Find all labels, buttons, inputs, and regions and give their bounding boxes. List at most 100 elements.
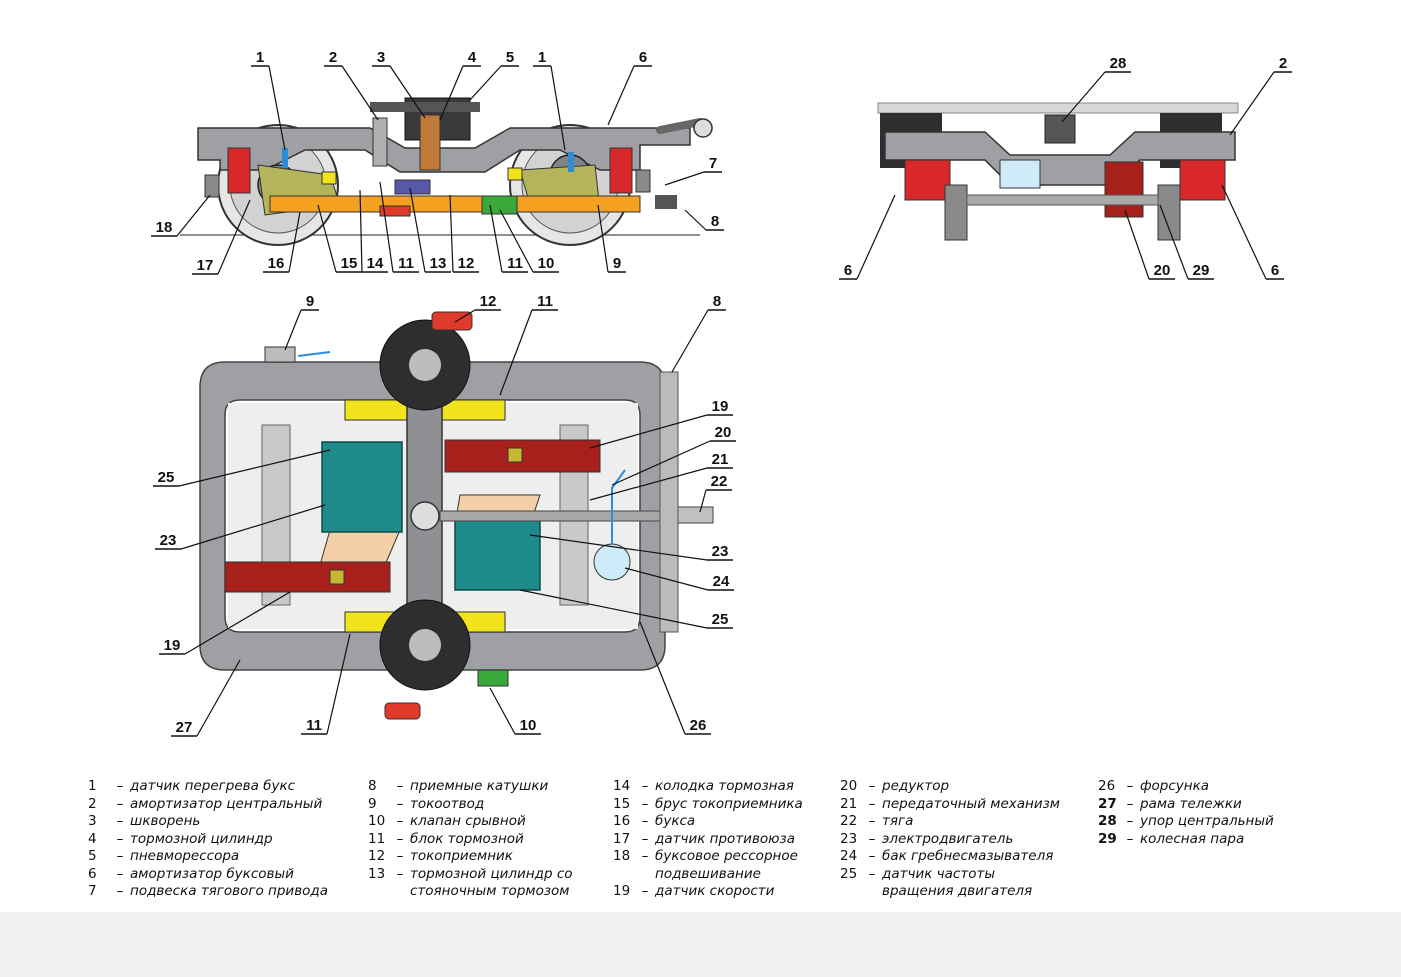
legend-number: 23 [840,830,858,847]
legend-item-5: 5–пневморессора [88,848,328,866]
top-motor-left [321,441,403,533]
side-callout-2: 2 [324,49,379,121]
side-collector-beam [269,195,641,213]
callout-leader [611,440,711,486]
callout-label: 8 [711,213,719,230]
legend-number: 4 [88,830,97,847]
legend-text: датчик перегрева букс [130,778,296,794]
legend-dash: – [641,813,649,829]
callout-leader [284,309,302,351]
legend-dash: – [116,848,124,864]
side-callout-7: 7 [664,155,722,186]
callout-label: 20 [1154,262,1171,279]
callout-leader [180,504,326,550]
callout-label: 24 [713,573,730,590]
callout-leader [699,489,707,513]
legend-dash: – [116,830,124,847]
legend-item-22: 22–тяга [840,813,1060,831]
legend-text: амортизатор буксовый [130,865,294,882]
legend-dash: – [868,813,876,829]
legend-text: буксовое рессорное [655,848,798,864]
top-callout-8: 8 [671,293,726,373]
side-brake-cylinder [394,179,431,195]
front-callout-28: 28 [1061,55,1131,123]
side-callout-17: 17 [192,199,251,275]
top-kingpin [410,501,440,531]
legend-item-4: 4–тормозной цилиндр [88,831,328,849]
callout-leader [499,309,533,396]
front-callout-6: 6 [839,194,896,280]
side-sensor-right [507,167,523,181]
callout-label: 14 [367,255,384,272]
top-callout-19: 19 [159,591,291,655]
side-callout-9: 9 [597,204,626,273]
legend-dash: – [116,778,124,794]
top-speed-sensor-left [329,569,345,585]
legend-item-14: 14–колодка тормозная [613,778,803,796]
callout-label: 12 [458,255,475,272]
callout-leader [176,194,211,237]
legend-item-29: 29–колесная пара [1098,831,1274,849]
callout-leader [439,65,464,121]
front-callout-2: 2 [1229,55,1292,136]
callout-leader [1061,71,1106,123]
side-callout-12: 12 [449,194,479,273]
legend-item-13: 13–тормозной цилиндр со [368,866,573,884]
legend-dash: – [116,865,124,882]
top-callout-11: 11 [499,293,558,396]
callout-leader [607,65,635,126]
callout-label: 13 [430,255,447,272]
top-callout-23: 23 [155,504,326,550]
top-airspring-upper-hub [409,349,441,381]
legend-dash: – [396,865,404,882]
legend-number: 18 [613,848,631,864]
side-kingpin [419,114,441,171]
legend-text: колесная пара [1140,830,1245,847]
legend-dash: – [116,883,124,899]
front-wheel-left [944,184,968,241]
side-callout-18: 18 [151,194,211,237]
legend-text-continuation: стояночным тормозом [410,883,570,899]
callout-leader [317,204,337,273]
side-spring-right [609,147,633,194]
front-wheel-right [1157,184,1181,241]
legend-item-1: 1–датчик перегрева букс [88,778,328,796]
side-callout-5: 5 [469,49,519,101]
legend-dash: – [396,848,404,864]
callout-label: 9 [613,255,621,272]
legend-item-28: 28–упор центральный [1098,813,1274,831]
callout-label: 25 [158,469,175,486]
top-speed-sensor-right [507,447,523,463]
top-current-return [264,346,296,363]
callout-label: 9 [306,293,314,310]
callout-label: 21 [712,451,729,468]
legend-dash: – [1126,778,1134,794]
callout-leader [550,65,566,151]
callout-leader [326,633,351,735]
legend-number: 21 [840,795,858,812]
top-callout-23: 23 [529,534,733,561]
callout-leader [519,589,708,629]
callout-label: 11 [537,293,553,310]
top-callout-26: 26 [639,621,711,735]
legend-item-20: 20–редуктор [840,778,1060,796]
legend-item-17: 17–датчик противоюза [613,831,803,849]
top-lubricator-tank [593,543,631,581]
side-breakaway-valve [481,195,518,215]
callout-leader [268,65,286,151]
legend-dash: – [116,795,124,812]
callout-label: 28 [1110,55,1127,72]
legend-number: 15 [613,795,631,812]
callout-leader [196,659,241,737]
top-traction-rod [439,510,696,522]
front-callout-6: 6 [1221,184,1284,280]
callout-leader [489,687,516,735]
callout-label: 4 [468,49,477,66]
side-callout-11: 11 [379,181,419,273]
